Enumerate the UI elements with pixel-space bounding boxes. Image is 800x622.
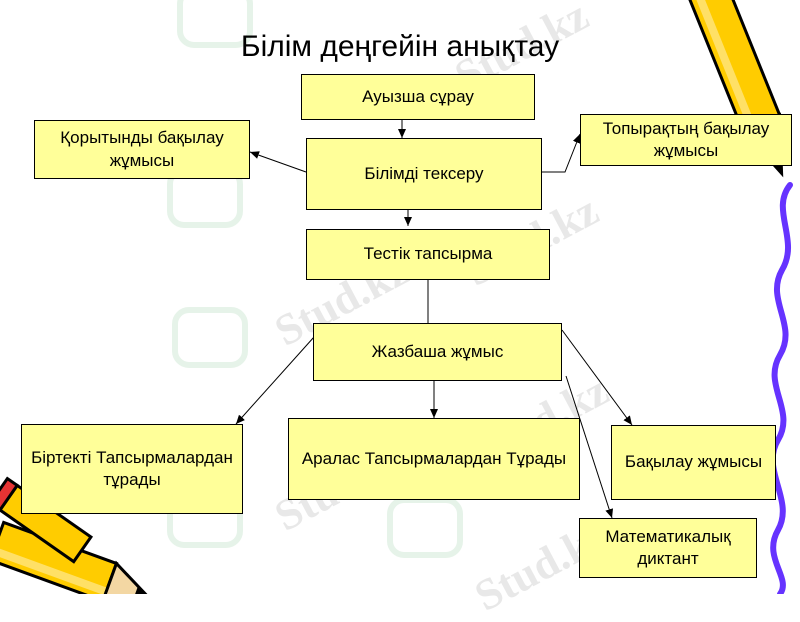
connectors [235,120,633,519]
node-knowledge-check: Білімді тексеру [306,138,542,210]
node-mixed-tasks: Аралас Тапсырмалардан Тұрады [288,418,580,500]
node-group-control-work: Топырақтың бақылау жұмысы [580,114,792,166]
node-math-dictation: Математикалық диктант [579,518,757,578]
node-final-control-work: Қорытынды бақылау жұмысы [34,120,250,179]
arrow-written-to-control [561,329,633,426]
page-title: Білім деңгейін анықтау [240,30,560,63]
arrow-written-to-uniform [235,336,315,425]
arrow-check-to-final [249,151,307,173]
node-control-work: Бақылау жұмысы [611,425,776,500]
watermark-logo-icon [177,0,253,48]
wavy-line-decoration [769,182,793,594]
node-test-task: Тестік тапсырма [306,229,550,280]
node-written-work: Жазбаша жұмыс [313,323,562,381]
watermark-logo-icon [172,307,248,368]
watermark-logo-icon [387,497,463,558]
node-uniform-tasks: Біртекті Тапсырмалардан тұрады [21,424,243,514]
node-oral-questioning: Ауызша сұрау [301,74,535,120]
arrow-written-to-dictation [565,375,614,519]
arrow-check-to-group [542,133,581,173]
